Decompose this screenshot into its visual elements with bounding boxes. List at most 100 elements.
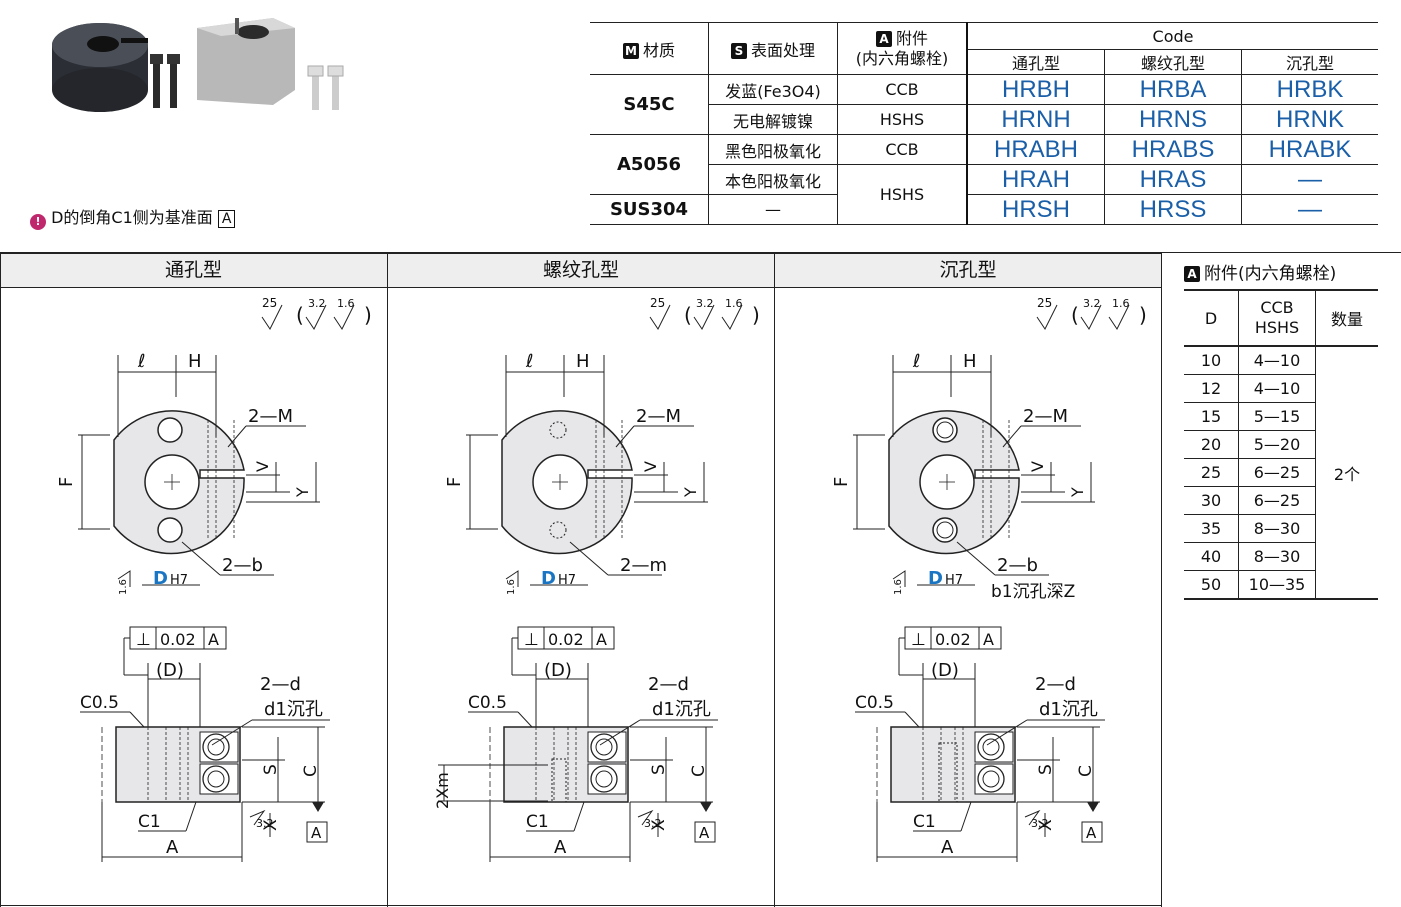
- perp-value: 0.02: [935, 630, 971, 649]
- section-counterbore-header: 沉孔型: [775, 253, 1161, 288]
- label-C1: C1: [138, 812, 161, 832]
- dim-l: ℓ: [137, 351, 145, 372]
- svg-text:(: (: [296, 303, 304, 327]
- code-link[interactable]: HRNH: [966, 104, 1105, 135]
- dim-2Xm: 2Xm: [433, 772, 452, 809]
- datum-A: A: [699, 824, 710, 842]
- datum-A: A: [1086, 824, 1097, 842]
- roughness-label: 3.2: [256, 817, 274, 830]
- roughness-label: 3.2: [696, 297, 714, 310]
- code-link[interactable]: HRAH: [966, 164, 1105, 195]
- code-link[interactable]: HRABH: [966, 134, 1105, 165]
- dim-H7: H7: [558, 573, 576, 588]
- label-b1z: b1沉孔深Z: [991, 582, 1075, 602]
- roughness-label: 1.6: [118, 579, 129, 595]
- svg-text:(: (: [684, 303, 692, 327]
- dim-F: F: [56, 477, 77, 487]
- dim-S: S: [261, 764, 281, 775]
- dim-C: C: [301, 765, 321, 777]
- datum-ref: A: [217, 210, 236, 228]
- label-C05: C0.5: [468, 693, 507, 713]
- label-2M: 2—M: [636, 406, 681, 427]
- roughness-label: 25: [262, 296, 277, 310]
- header-code: Code: [966, 22, 1378, 50]
- code-link[interactable]: HRBA: [1104, 74, 1242, 105]
- roughness-label: 1.6: [337, 297, 355, 310]
- dim-D: D: [928, 568, 943, 589]
- datum-A: A: [311, 824, 322, 842]
- dim-Dp: (D): [544, 660, 572, 681]
- dim-Y: Y: [1068, 487, 1087, 498]
- code-link[interactable]: HRBH: [966, 74, 1105, 105]
- code-link[interactable]: HRNK: [1241, 104, 1378, 135]
- dim-X: X: [1036, 819, 1056, 831]
- label-2d: 2—d: [260, 674, 301, 695]
- section-threaded-header: 螺纹孔型: [388, 253, 774, 288]
- roughness-label: 25: [650, 296, 665, 310]
- dim-H: H: [188, 351, 202, 372]
- code-link[interactable]: HRSS: [1104, 194, 1242, 225]
- screw-head: [977, 765, 1005, 793]
- roughness-label: 1.6: [893, 579, 904, 595]
- label-d1: d1沉孔: [652, 699, 711, 720]
- perp-datum: A: [596, 630, 607, 649]
- label-d1: d1沉孔: [264, 699, 323, 720]
- perp-value: 0.02: [160, 630, 196, 649]
- roughness-label: 1.6: [506, 579, 517, 595]
- code-link[interactable]: HRABS: [1104, 134, 1242, 165]
- header-threaded: 螺纹孔型: [1104, 49, 1242, 75]
- thread-hole: [549, 421, 567, 439]
- label-C1: C1: [526, 812, 549, 832]
- dim-F: F: [831, 477, 852, 487]
- svg-text:): ): [1139, 303, 1147, 327]
- perp-symbol: ⊥: [524, 630, 539, 650]
- screw-head: [202, 765, 230, 793]
- bolt-hole: [157, 517, 183, 543]
- roughness-label: 3.2: [1031, 817, 1049, 830]
- roughness-label: 1.6: [725, 297, 743, 310]
- code-link[interactable]: HRNS: [1104, 104, 1242, 135]
- table-row: S45C 发蓝(Fe3O4) CCB HRBH HRBA HRBK: [590, 74, 1378, 135]
- dim-H7: H7: [945, 573, 963, 588]
- perp-symbol: ⊥: [911, 630, 926, 650]
- code-link[interactable]: HRAS: [1104, 164, 1242, 195]
- datum-note: ! D的倒角C1侧为基准面 A: [30, 204, 236, 230]
- dim-D: D: [541, 568, 556, 589]
- dim-X: X: [261, 819, 281, 831]
- label-2M: 2—M: [248, 406, 293, 427]
- label-2d: 2—d: [648, 674, 689, 695]
- dim-H: H: [576, 351, 590, 372]
- perp-datum: A: [983, 630, 994, 649]
- perp-symbol: ⊥: [136, 630, 151, 650]
- code-link[interactable]: HRABK: [1241, 134, 1378, 165]
- header-through: 通孔型: [966, 49, 1105, 75]
- code-link[interactable]: HRBK: [1241, 74, 1378, 105]
- dim-Dp: (D): [931, 660, 959, 681]
- dim-A: A: [166, 837, 179, 858]
- label-C05: C0.5: [80, 693, 119, 713]
- table-row: SUS304 — HRSH HRSS —: [590, 194, 1378, 225]
- screw-head: [977, 733, 1005, 761]
- code-link[interactable]: HRSH: [966, 194, 1105, 225]
- roughness-label: 3.2: [1083, 297, 1101, 310]
- dim-H7: H7: [170, 573, 188, 588]
- table-row: 无电解镀镍 HSHS HRNH HRNS HRNK: [590, 104, 1378, 135]
- perp-value: 0.02: [548, 630, 584, 649]
- dim-A: A: [554, 837, 567, 858]
- thread-hole: [549, 521, 567, 539]
- header-counterbore: 沉孔型: [1241, 49, 1378, 75]
- dim-l: ℓ: [912, 351, 920, 372]
- divider-top: [0, 252, 1401, 253]
- dim-D: D: [153, 568, 168, 589]
- qty-cell: 2个: [1315, 346, 1378, 600]
- dim-l: ℓ: [525, 351, 533, 372]
- roughness-label: 25: [1037, 296, 1052, 310]
- label-2d: 2—d: [1035, 674, 1076, 695]
- dim-Y: Y: [681, 487, 700, 498]
